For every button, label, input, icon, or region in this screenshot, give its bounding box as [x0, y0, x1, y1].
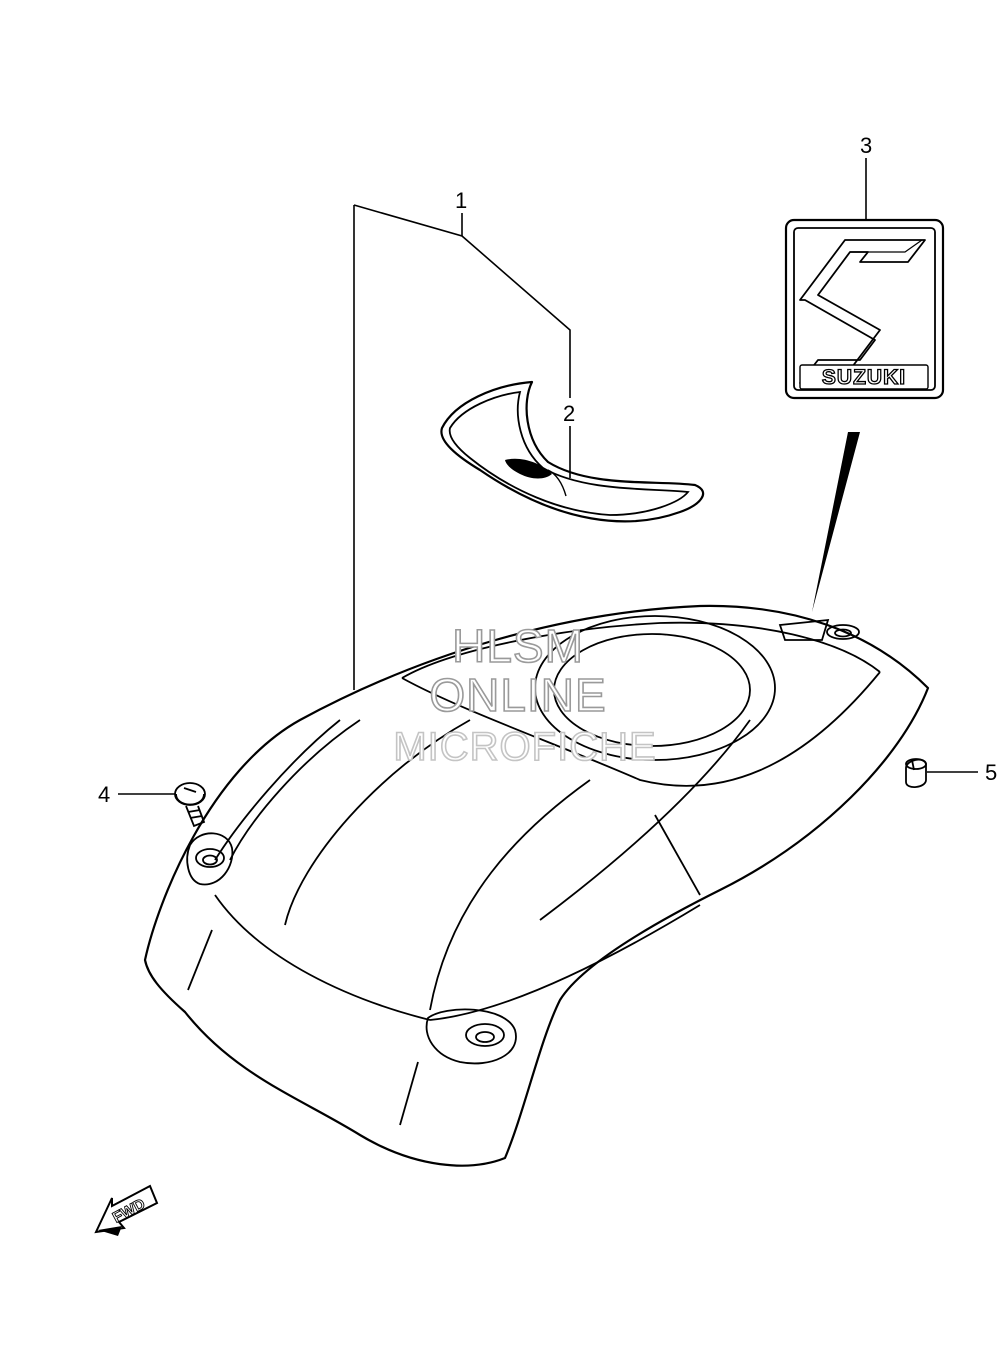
fwd-direction-arrow: FWD [94, 1184, 159, 1236]
fuel-tank-cover[interactable] [143, 604, 930, 1167]
emblem-leader-wedge [812, 432, 860, 612]
callout-4: 4 [98, 782, 110, 807]
callout-1: 1 [455, 188, 467, 213]
watermark-line-2: ONLINE [429, 669, 606, 721]
callout-2: 2 [563, 401, 575, 426]
watermark-line-3: MICROFICHE [393, 725, 656, 769]
leader-lines [118, 158, 978, 795]
emblem-brand-text: SUZUKI [822, 366, 906, 389]
nut-part[interactable] [905, 758, 927, 788]
callout-5: 5 [985, 760, 997, 785]
suzuki-emblem[interactable]: SUZUKI [784, 218, 945, 400]
watermark-line-1: HLSM [452, 620, 584, 672]
watermark: HLSM ONLINE MICROFICHE [393, 619, 657, 770]
screw-part[interactable] [174, 782, 206, 828]
tank-pad-decal[interactable] [440, 380, 705, 523]
callout-3: 3 [860, 133, 872, 158]
